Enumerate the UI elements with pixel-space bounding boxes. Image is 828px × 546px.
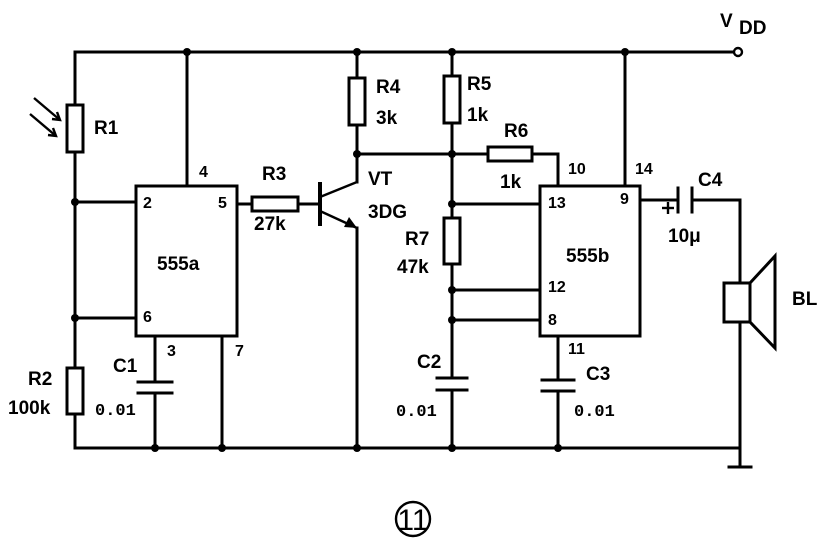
figure-number: 11 [397, 504, 428, 537]
pin-14: 14 [635, 161, 653, 178]
pin-5: 5 [218, 195, 227, 212]
c2-value: 0.01 [396, 403, 437, 422]
pin-11: 11 [568, 341, 585, 358]
bl-label: BL [792, 289, 818, 310]
speaker-icon [722, 252, 777, 352]
chip-555a-label: 555a [157, 254, 200, 275]
pin-9: 9 [620, 191, 629, 208]
vt-label: VT [368, 169, 393, 190]
pin-8: 8 [548, 312, 557, 329]
wires [73, 50, 742, 467]
r4-label: R4 [376, 77, 401, 98]
pin-7: 7 [235, 343, 244, 360]
r7-resistor [442, 216, 462, 266]
r6-label: R6 [504, 121, 528, 142]
pin-6: 6 [143, 309, 152, 326]
vdd-terminal [732, 46, 744, 58]
vdd-label: V [720, 11, 733, 32]
r3-label: R3 [262, 164, 286, 185]
c2-label: C2 [417, 352, 441, 373]
pin-10: 10 [568, 161, 586, 178]
c4-label: C4 [698, 170, 723, 191]
r5-label: R5 [467, 74, 492, 95]
pin-4: 4 [199, 164, 208, 181]
r5-value: 1k [467, 105, 489, 126]
c1-value: 0.01 [95, 402, 136, 421]
light-arrows-icon [29, 97, 62, 138]
r3-value: 27k [254, 214, 286, 235]
r1-resistor [65, 103, 85, 154]
r2-resistor [65, 366, 85, 416]
chip-555b-label: 555b [566, 246, 609, 267]
r4-resistor [347, 76, 367, 127]
chip-555a [134, 184, 239, 338]
figure-number-circle [394, 500, 432, 538]
chip-555b [538, 184, 642, 338]
junctions [71, 48, 629, 452]
pin-3: 3 [167, 343, 176, 360]
transistor-vt [318, 180, 358, 230]
vt-type: 3DG [368, 202, 407, 223]
c4-value: 10μ [668, 226, 701, 247]
r6-resistor [486, 145, 534, 163]
r5-resistor [442, 74, 462, 125]
r2-value: 100k [8, 398, 51, 419]
pin-12: 12 [548, 279, 566, 296]
r7-value: 47k [397, 257, 429, 278]
c3-value: 0.01 [574, 403, 615, 422]
r6-value: 1k [500, 172, 522, 193]
plus-icon [662, 202, 674, 214]
r4-value: 3k [376, 108, 398, 129]
c3-label: C3 [586, 364, 610, 385]
r2-label: R2 [28, 369, 52, 390]
r1-label: R1 [94, 118, 119, 139]
pin-2: 2 [143, 195, 152, 212]
c1-label: C1 [113, 356, 138, 377]
r3-resistor [250, 195, 300, 213]
r7-label: R7 [405, 229, 429, 250]
vdd-subscript: DD [739, 18, 766, 39]
pin-13: 13 [548, 195, 566, 212]
